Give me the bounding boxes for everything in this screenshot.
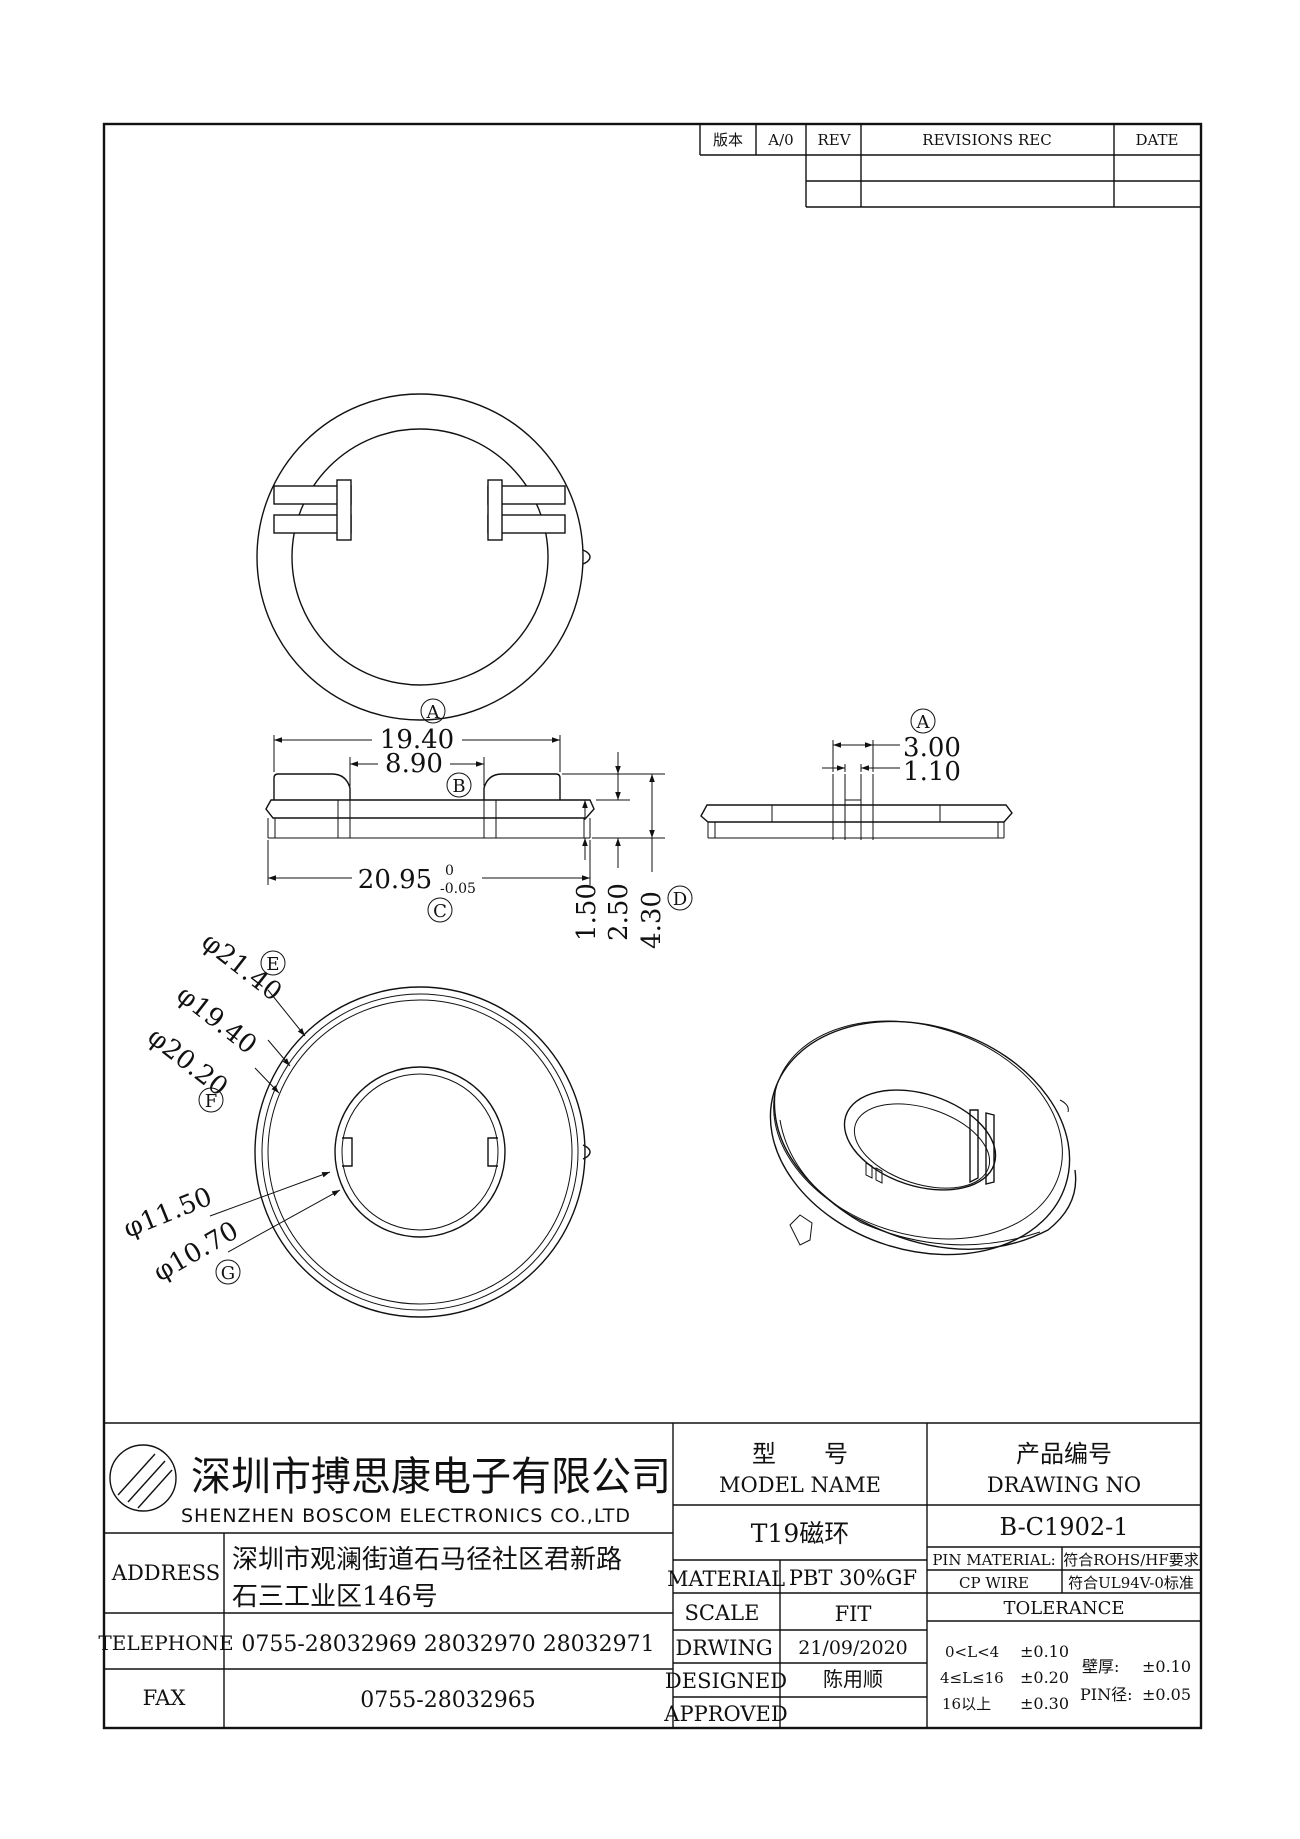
model-label-cn: 型 号 [752,1440,848,1468]
tol-value-1: ±0.10 [1020,1642,1069,1661]
rohs-value: 符合ROHS/HF要求 [1063,1551,1199,1569]
side-view-pins [832,774,874,840]
title-block [104,1422,1201,1728]
telephone-value: 0755-28032969 28032970 28032971 [241,1632,654,1657]
balloon-g: G [221,1263,235,1284]
pin-dia-label: PIN径: [1080,1685,1132,1704]
top-view-outer-circle [256,393,584,721]
tol-value-3: ±0.30 [1020,1694,1069,1713]
version-label: 版本 [713,131,743,149]
drawing-no-label-en: DRAWING NO [987,1473,1141,1497]
balloon-c: C [433,901,447,922]
drawing-date-label: DRWING [675,1636,772,1660]
ul-value: 符合UL94V-0标准 [1068,1574,1194,1592]
bottom-view-inner-circle-outer [334,1066,506,1238]
dim-8-90: 8.90 [385,749,443,779]
designed-value: 陈用顺 [823,1667,883,1691]
version-value: A/0 [767,131,793,149]
front-view-left-wall [273,773,351,800]
dim-1-50: 1.50 [572,883,602,941]
tol-value-2: ±0.20 [1020,1668,1069,1687]
dim-4-30: 4.30 [637,891,667,949]
sheet-border [102,122,1203,1730]
wall-label: 壁厚: [1082,1657,1119,1676]
address-line1: 深圳市观澜街道石马径社区君新路 [232,1545,622,1575]
company-name-en: SHENZHEN BOSCOM ELECTRONICS CO.,LTD [181,1505,631,1527]
front-view: 19.40 A 8.90 B 20.95 0 -0.05 C 1.50 2.50… [265,698,693,949]
bottom-view-outer-circle [254,986,586,1318]
wall-value: ±0.10 [1142,1657,1191,1676]
dim-3-00: 3.00 [903,733,961,763]
rev-label: REV [817,131,851,149]
address-label: ADDRESS [111,1561,220,1585]
dim-20-95-tol-upper: 0 [445,863,454,879]
date-label: DATE [1136,131,1179,149]
dim-2-50: 2.50 [604,883,634,941]
model-value: T19磁环 [751,1519,850,1548]
address-line2: 石三工业区146号 [232,1582,438,1612]
pin-dia-value: ±0.05 [1142,1685,1191,1704]
bottom-view: φ21.40 E φ19.40 φ20.20 F φ11.50 φ10.70 G [119,927,591,1318]
scale-value: FIT [835,1602,872,1626]
isometric-view [769,1020,1077,1256]
material-label: MATERIAL [667,1567,785,1591]
dim-1-10: 1.10 [903,757,961,787]
top-view-nub [582,549,591,565]
scale-label: SCALE [685,1601,760,1625]
approved-label: APPROVED [663,1702,787,1726]
tol-range-2: 4≤L≤16 [940,1669,1004,1687]
pin-material-label: PIN MATERIAL: [932,1551,1055,1569]
fax-label: FAX [143,1686,186,1710]
side-view: 3.00 1.10 A [700,708,1013,840]
tol-range-1: 0<L<4 [945,1643,999,1661]
top-view-right-slots [487,479,566,541]
revisions-rec-label: REVISIONS REC [922,131,1051,149]
telephone-label: TELEPHONE [98,1631,233,1655]
dim-20-95-tol-lower: -0.05 [440,881,476,897]
company-logo [109,1444,177,1512]
balloon-d: D [673,889,687,910]
fax-value: 0755-28032965 [360,1688,535,1713]
top-view-inner-circle [291,428,549,686]
top-view-left-slots [273,479,352,541]
company-name-cn: 深圳市搏思康电子有限公司 [191,1454,671,1500]
cp-wire-label: CP WIRE [959,1574,1029,1592]
material-value: PBT 30%GF [789,1566,917,1590]
dim-20-95: 20.95 [358,865,432,895]
tol-range-3: 16以上 [942,1695,991,1713]
tolerance-label: TOLERANCE [1003,1598,1124,1619]
top-view [256,393,591,721]
drawing-no-label-cn: 产品编号 [1016,1440,1112,1468]
revision-block: 版本 A/0 REV REVISIONS REC DATE [699,124,1201,208]
balloon-f: F [205,1091,218,1112]
drawing-date-value: 21/09/2020 [798,1637,908,1659]
balloon-a-front: A [426,702,441,723]
front-view-right-wall [483,773,561,800]
balloon-e: E [266,954,279,975]
model-label-en: MODEL NAME [719,1473,881,1497]
bottom-view-inner-circle-inner [341,1073,499,1231]
balloon-a-side: A [916,712,931,733]
designed-label: DESIGNED [665,1669,787,1693]
balloon-b: B [452,776,465,797]
drawing-no-value: B-C1902-1 [999,1513,1128,1541]
